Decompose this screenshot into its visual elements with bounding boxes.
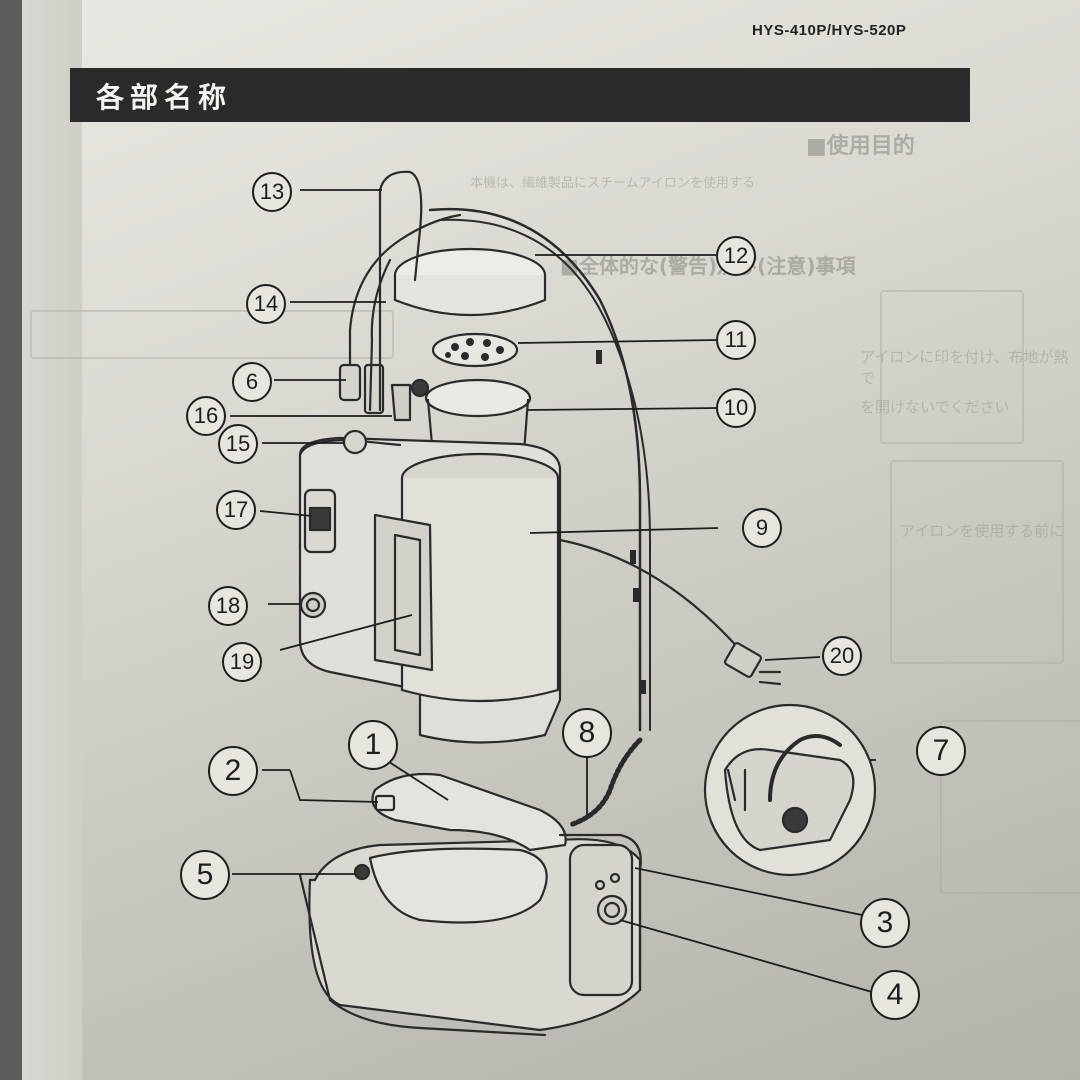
bg-line: 本機は、繊維製品にスチームアイロンを使用する [470, 176, 755, 191]
bg-warning-box [880, 290, 1024, 444]
section-title: 各部名称 [96, 81, 233, 114]
callout-3: 3 [860, 898, 910, 948]
callout-10: 10 [716, 388, 756, 428]
bg-line: アイロンを使用する前に [900, 522, 1065, 540]
bg-heading-purpose: ■使用目的 [806, 134, 915, 159]
bg-warning-box [890, 460, 1064, 664]
callout-11: 11 [716, 320, 756, 360]
callout-20: 20 [822, 636, 862, 676]
callout-9: 9 [742, 508, 782, 548]
callout-1: 1 [348, 720, 398, 770]
page-edge [22, 0, 82, 1080]
callout-12: 12 [716, 236, 756, 276]
bg-line: アイロンに印を付け、布地が熱で [860, 348, 1069, 387]
bg-warning-box [940, 720, 1080, 894]
callout-6: 6 [232, 362, 272, 402]
callout-2: 2 [208, 746, 258, 796]
callout-19: 19 [222, 642, 262, 682]
callout-7: 7 [916, 726, 966, 776]
callout-13: 13 [252, 172, 292, 212]
model-code: HYS-410P/HYS-520P [752, 22, 907, 39]
section-title-bar [70, 68, 970, 122]
callout-4: 4 [870, 970, 920, 1020]
callout-14: 14 [246, 284, 286, 324]
callout-15: 15 [218, 424, 258, 464]
callout-16: 16 [186, 396, 226, 436]
callout-5: 5 [180, 850, 230, 900]
callout-17: 17 [216, 490, 256, 530]
bg-heading-warnings: ■全体的な(警告)及び(注意)事項 [560, 254, 856, 278]
callout-8: 8 [562, 708, 612, 758]
bg-box [30, 310, 394, 359]
bg-line: を開けないでください [860, 398, 1010, 416]
callout-18: 18 [208, 586, 248, 626]
